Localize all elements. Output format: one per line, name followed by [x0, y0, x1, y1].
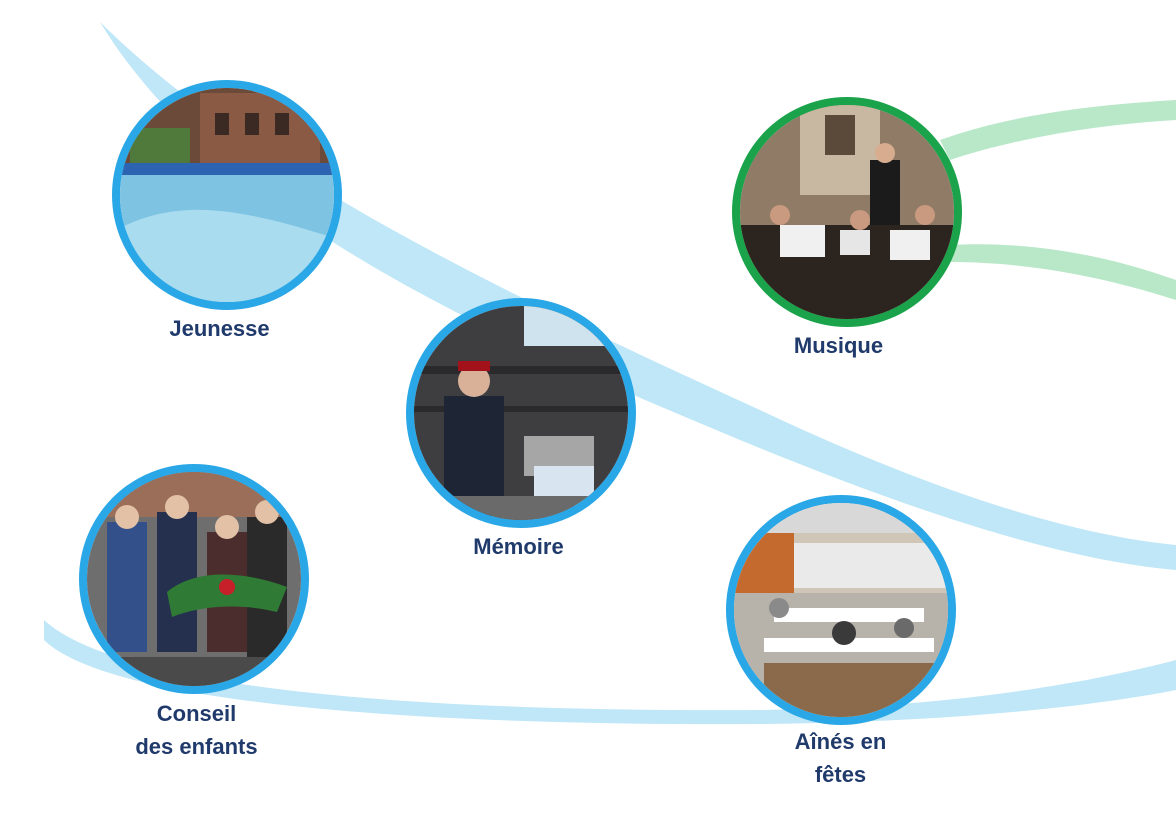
label-conseil-line2: des enfants: [135, 734, 258, 759]
label-memoire: Mémoire: [473, 534, 564, 559]
elders-banquet-photo: [726, 495, 956, 725]
green-swoosh-upper: [940, 100, 1176, 160]
orchestra-concert-photo: [732, 97, 962, 327]
green-swoosh-lower: [950, 244, 1176, 300]
label-aines-line1: Aînés en: [794, 729, 887, 754]
blue-swoosh-bottom: [44, 620, 1176, 725]
label-aines-line2: fêtes: [814, 762, 867, 787]
label-conseil-line1: Conseil: [156, 701, 237, 726]
veteran-memorial-photo: [406, 298, 636, 528]
label-jeunesse: Jeunesse: [169, 316, 270, 341]
children-ceremony-photo: [79, 464, 309, 694]
label-musique: Musique: [793, 333, 884, 358]
swimming-pool-photo: [112, 80, 342, 310]
